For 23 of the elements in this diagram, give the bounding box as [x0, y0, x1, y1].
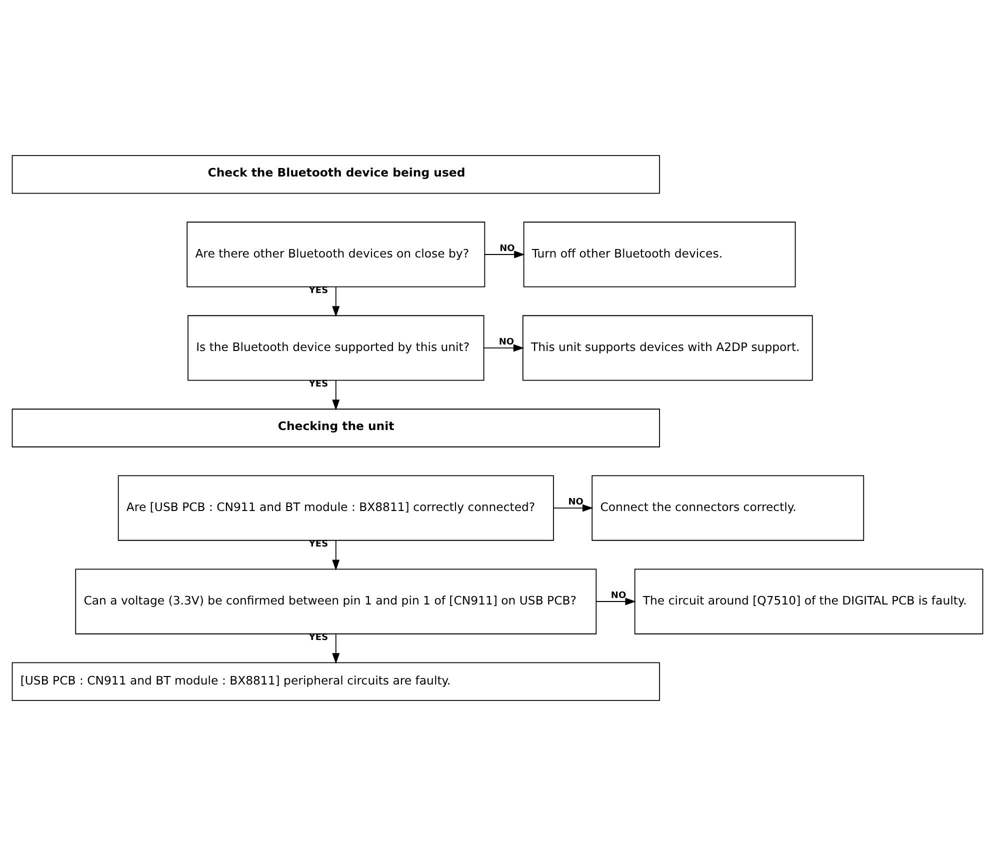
arrow [332, 540, 340, 570]
node-box: Checking the unit [12, 408, 660, 448]
node-box: Are [USB PCB : CN911 and BT module : BX8811] correctly connected? [118, 475, 554, 541]
arrow [484, 250, 525, 258]
node-box: The circuit around [Q7510] of the DIGITAL PCB is faulty. [634, 568, 984, 634]
arrow [332, 634, 340, 664]
arrow [596, 598, 636, 606]
node-box: This unit supports devices with A2DP support. [522, 315, 813, 381]
node-box: Are there other Bluetooth devices on close by? [186, 222, 486, 288]
arrow [332, 286, 340, 317]
node-box: [USB PCB : CN911 and BT module : BX8811] peripheral circuits are faulty. [12, 662, 660, 701]
arrow [553, 504, 594, 512]
edge-label: NO [498, 337, 514, 348]
node-box: Is the Bluetooth device supported by this unit? [188, 315, 484, 381]
arrow [483, 344, 524, 352]
edge-label: NO [500, 244, 515, 254]
node-box: Turn off other Bluetooth devices. [523, 222, 796, 288]
edge-label: NO [610, 590, 626, 601]
arrow [332, 380, 340, 410]
node-box: Connect the connectors correctly. [592, 475, 864, 541]
node-box: Check the Bluetooth device being used [12, 155, 660, 194]
edge-label: NO [568, 497, 584, 508]
node-box: Can a voltage (3.3V) be confirmed between pin 1 and pin 1 of [CN911] on USB PCB? [75, 568, 597, 634]
